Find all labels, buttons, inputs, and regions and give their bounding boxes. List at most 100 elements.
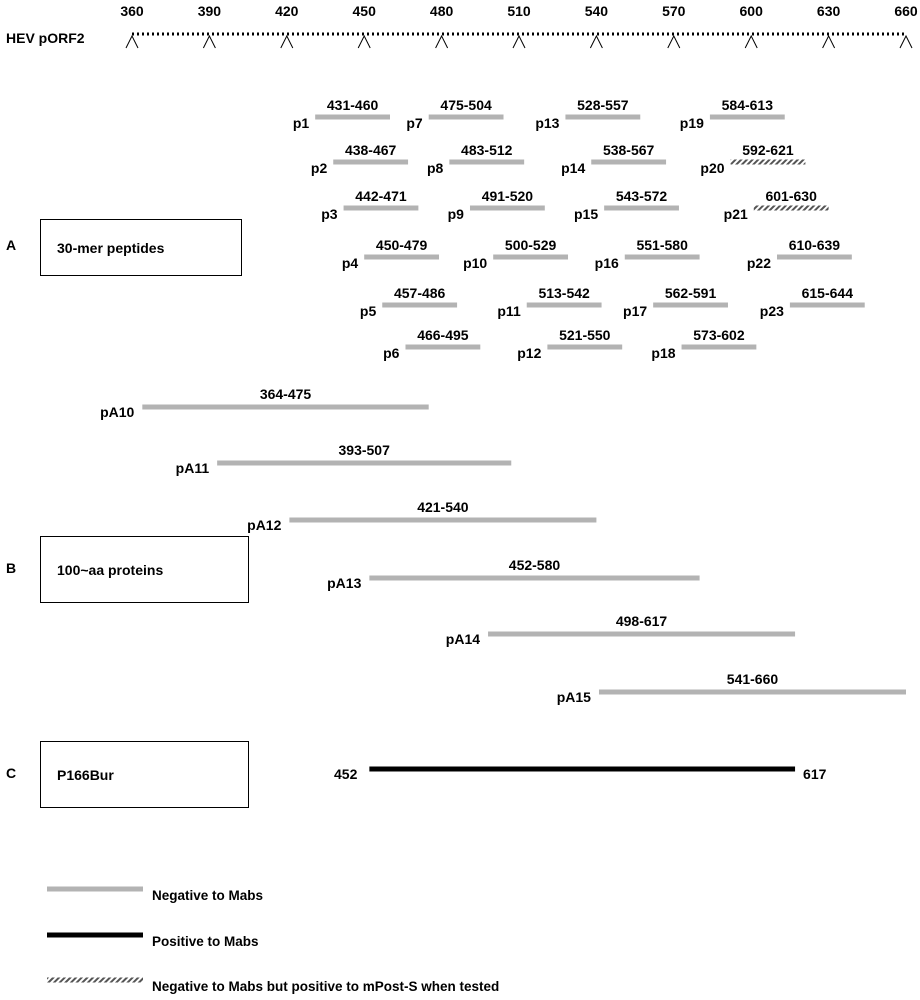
peptide-range-label: 615-644: [802, 285, 854, 301]
protein-range-label: 364-475: [260, 386, 312, 402]
protein-name-label: pA14: [446, 631, 480, 647]
peptide-name-label: p19: [680, 115, 704, 131]
peptide-range-label: 457-486: [394, 285, 446, 301]
peptide-range-label: 592-621: [742, 142, 794, 158]
p166-construct: 452 617: [334, 766, 827, 782]
protein-range-label: 393-507: [339, 442, 391, 458]
peptide-name-label: p6: [383, 345, 400, 361]
peptide-name-label: p23: [760, 303, 784, 319]
peptide-name-label: p2: [311, 160, 328, 176]
peptide-range-label: 475-504: [440, 97, 492, 113]
protein-range-label: 498-617: [616, 613, 668, 629]
section-a-box-label: 30-mer peptides: [57, 239, 165, 256]
axis-tick-mark: [125, 34, 139, 49]
position-axis: 360 390 420 450 480 510 540 570 600 630 660: [120, 3, 918, 49]
p166-start-label: 452: [334, 766, 358, 782]
axis-tick-mark: [822, 34, 836, 49]
section-c-box: P166Bur: [40, 741, 249, 808]
axis-tick-mark: [280, 34, 294, 49]
axis-tick-mark: [202, 34, 216, 49]
peptide-range-label: 543-572: [616, 188, 668, 204]
peptide-name-label: p11: [497, 303, 521, 319]
peptide-range-label: 573-602: [693, 327, 745, 343]
protein-name-label: pA11: [176, 460, 210, 476]
peptide-name-label: p18: [651, 345, 675, 361]
section-a-label: A: [6, 237, 17, 253]
peptide-name-label: p22: [747, 255, 771, 271]
axis-tick-label: 480: [430, 3, 454, 19]
axis-tick-label: 630: [817, 3, 841, 19]
axis-tick-mark: [357, 34, 371, 49]
axis-tick-mark: [435, 34, 449, 49]
peptide-range-label: 450-479: [376, 237, 428, 253]
peptide-range-label: 491-520: [482, 188, 534, 204]
peptide-name-label: p16: [595, 255, 619, 271]
peptide-range-label: 562-591: [665, 285, 717, 301]
peptide-range-label: 601-630: [765, 188, 817, 204]
protein-name-label: pA13: [327, 575, 361, 591]
legend-text: Positive to Mabs: [152, 934, 259, 949]
axis-tick-mark: [744, 34, 758, 49]
peptide-name-label: p9: [448, 206, 465, 222]
peptide-range-label: 466-495: [417, 327, 469, 343]
peptide-name-label: p20: [700, 160, 724, 176]
axis-tick-label: 420: [275, 3, 299, 19]
axis-tick-label: 570: [662, 3, 686, 19]
axis-tick-label: 540: [585, 3, 609, 19]
p166-end-label: 617: [803, 766, 827, 782]
protein-set: 364-475 pA10 393-507 pA11 421-540 pA12 452-580…: [100, 386, 906, 705]
peptide-range-label: 438-467: [345, 142, 397, 158]
peptide-range-label: 610-639: [789, 237, 841, 253]
peptide-name-label: p8: [427, 160, 444, 176]
axis-tick-label: 450: [353, 3, 377, 19]
peptide-name-label: p12: [517, 345, 541, 361]
peptide-name-label: p5: [360, 303, 377, 319]
peptide-set: 431-460 p1 438-467 p2 442-471 p3 450-479 p4 457-…: [293, 97, 865, 361]
protein-range-label: 421-540: [417, 499, 469, 515]
peptide-range-label: 521-550: [559, 327, 611, 343]
protein-name-label: pA10: [100, 404, 134, 420]
peptide-name-label: p3: [321, 206, 338, 222]
peptide-range-label: 442-471: [355, 188, 407, 204]
peptide-range-label: 584-613: [722, 97, 774, 113]
section-c-label: C: [6, 765, 17, 781]
peptide-name-label: p4: [342, 255, 359, 271]
peptide-range-label: 483-512: [461, 142, 513, 158]
section-a-box: 30-mer peptides: [40, 219, 242, 276]
peptide-range-label: 528-557: [577, 97, 629, 113]
section-c-box-label: P166Bur: [57, 766, 114, 783]
peptide-name-label: p17: [623, 303, 647, 319]
protein-name-label: pA12: [247, 517, 281, 533]
axis-tick-mark: [589, 34, 603, 49]
section-b-box: 100~aa proteins: [40, 536, 249, 603]
peptide-name-label: p7: [406, 115, 423, 131]
axis-tick-mark: [667, 34, 681, 49]
section-b-label: B: [6, 560, 17, 576]
peptide-name-label: p10: [463, 255, 487, 271]
peptide-range-label: 513-542: [538, 285, 590, 301]
axis-tick-label: 600: [740, 3, 764, 19]
axis-tick-label: 390: [198, 3, 222, 19]
legend-text: Negative to Mabs but positive to mPost-S…: [152, 979, 499, 994]
peptide-range-label: 500-529: [505, 237, 557, 253]
peptide-range-label: 431-460: [327, 97, 379, 113]
peptide-name-label: p1: [293, 115, 310, 131]
axis-tick-label: 660: [894, 3, 918, 19]
axis-tick-label: 510: [507, 3, 531, 19]
peptide-name-label: p21: [724, 206, 748, 222]
peptide-name-label: p14: [561, 160, 585, 176]
axis-tick-mark: [899, 34, 913, 49]
section-b-box-label: 100~aa proteins: [57, 561, 164, 578]
peptide-name-label: p13: [535, 115, 559, 131]
peptide-range-label: 538-567: [603, 142, 655, 158]
axis-label: HEV pORF2: [6, 30, 85, 46]
peptide-name-label: p15: [574, 206, 598, 222]
protein-range-label: 541-660: [727, 671, 779, 687]
axis-tick-mark: [512, 34, 526, 49]
legend-text: Negative to Mabs: [152, 888, 263, 903]
axis-tick-label: 360: [120, 3, 144, 19]
peptide-range-label: 551-580: [636, 237, 688, 253]
protein-range-label: 452-580: [509, 557, 561, 573]
